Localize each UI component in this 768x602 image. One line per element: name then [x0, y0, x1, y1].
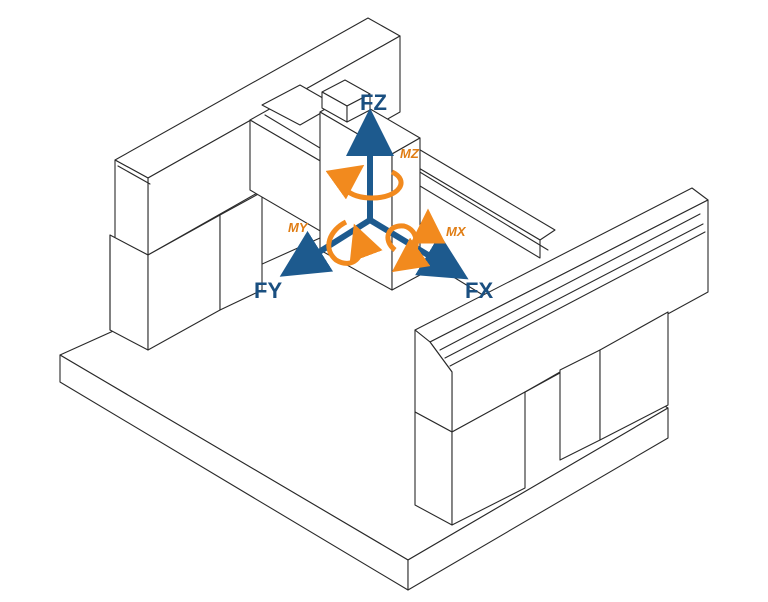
right-rail — [414, 187, 709, 433]
mz-arrow — [325, 164, 404, 201]
left-columns — [109, 191, 263, 351]
fx-label: FX — [465, 278, 493, 303]
my-arrow — [326, 219, 383, 266]
mz-label: MZ — [400, 146, 420, 161]
right-columns — [414, 311, 669, 526]
mx-label: MX — [446, 224, 467, 239]
my-label: MY — [288, 220, 309, 235]
fy-label: FY — [254, 278, 282, 303]
moment-arrows — [325, 164, 446, 273]
mx-arrow — [385, 223, 431, 273]
fz-label: FZ — [360, 90, 387, 115]
